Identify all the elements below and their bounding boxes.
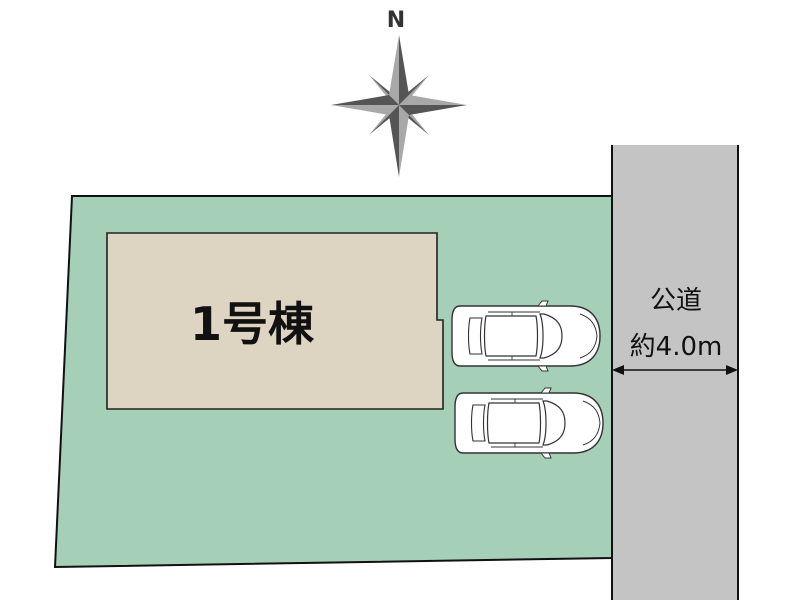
road-width-label: 約4.0m: [630, 332, 723, 362]
car-icon-1: [451, 300, 601, 372]
road-name-label: 公道: [650, 286, 702, 316]
road-width-dimension-arrow: [612, 365, 738, 375]
compass-rose-icon: [331, 35, 467, 177]
building-footprint: [106, 232, 444, 410]
building-label: 1号棟: [190, 297, 315, 351]
public-road: [612, 145, 738, 600]
north-label: N: [387, 8, 405, 33]
car-icon-2: [454, 387, 604, 459]
